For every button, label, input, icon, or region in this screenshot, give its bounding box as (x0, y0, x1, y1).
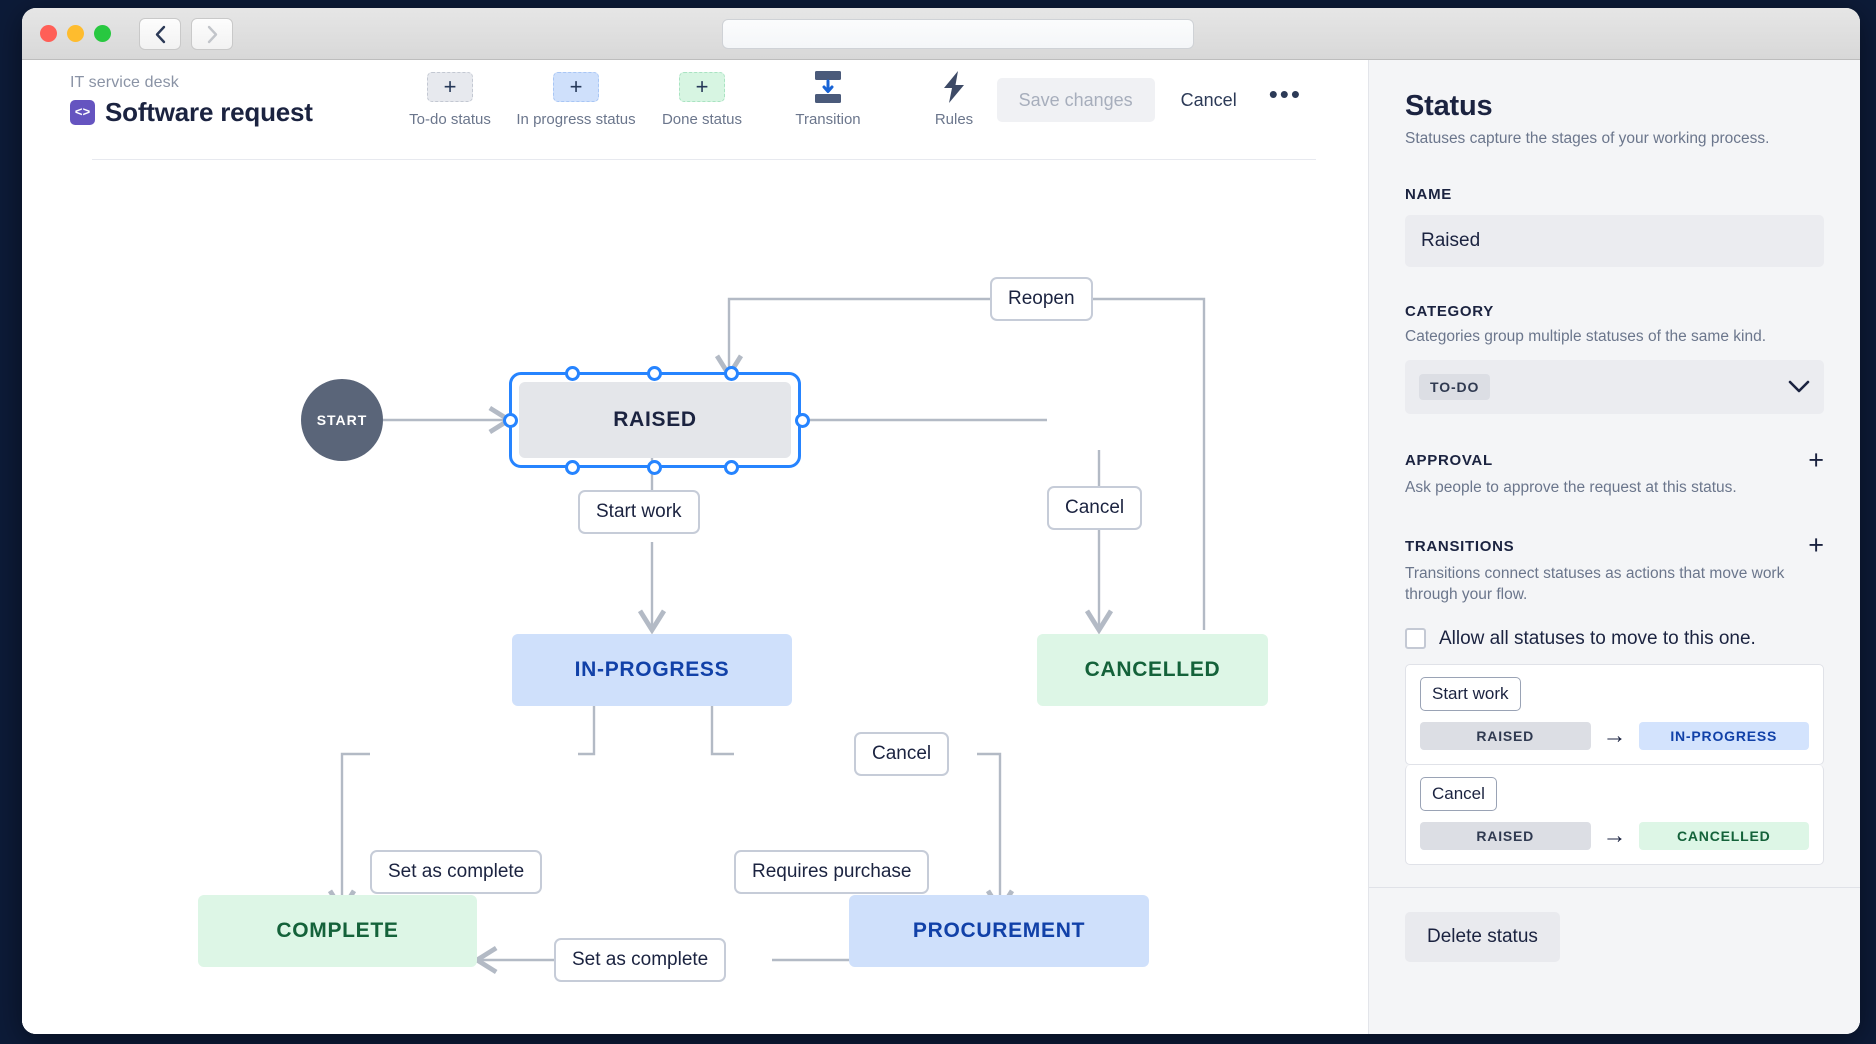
toolbar-actions: Save changes Cancel ••• (996, 78, 1308, 122)
status-node-cancelled[interactable]: CANCELLED (1037, 634, 1268, 706)
tool-rules[interactable]: Rules (906, 71, 1002, 128)
resize-handle-left[interactable] (503, 413, 518, 428)
transition-to-status: IN-PROGRESS (1638, 721, 1809, 750)
back-button[interactable] (139, 18, 181, 50)
resize-handle-top-center[interactable] (647, 366, 662, 381)
transition-from-status: RAISED (1420, 721, 1591, 750)
transition-label-requires-purchase[interactable]: Requires purchase (734, 850, 930, 894)
approval-hint: Ask people to approve the request at thi… (1405, 479, 1737, 497)
transition-card[interactable]: Start work RAISED → IN-PROGRESS (1405, 663, 1824, 765)
transition-to-status: CANCELLED (1638, 821, 1809, 850)
panel-divider (1369, 886, 1860, 888)
resize-handle-top-right[interactable] (724, 366, 739, 381)
name-label: NAME (1405, 185, 1452, 203)
toolbar-tools: + To-do status + In progress status + Do… (402, 71, 1002, 128)
workflow-editor: IT service desk <> Software request + To… (22, 60, 1368, 1034)
tool-label: Transition (795, 111, 861, 128)
plus-icon: + (679, 72, 725, 102)
browser-window: IT service desk <> Software request + To… (22, 8, 1860, 1034)
transition-flow: RAISED → CANCELLED (1420, 821, 1809, 850)
forward-button[interactable] (191, 18, 233, 50)
close-window-button[interactable] (40, 25, 57, 42)
breadcrumb: IT service desk <> Software request (70, 74, 313, 128)
tool-inprogress-status[interactable]: + In progress status (516, 72, 636, 128)
approval-label: APPROVAL (1405, 452, 1493, 470)
project-code-icon: <> (70, 100, 95, 125)
transition-icon (808, 71, 848, 103)
tool-label: Rules (934, 111, 974, 128)
tool-todo-status[interactable]: + To-do status (402, 72, 498, 128)
maximize-window-button[interactable] (94, 25, 111, 42)
status-node-complete[interactable]: COMPLETE (198, 895, 477, 967)
workflow-canvas[interactable]: START RAISED IN-PROGRESS CANCELLED COMPL… (22, 160, 1368, 1034)
allow-all-checkbox[interactable] (1405, 628, 1426, 650)
transition-from-status: RAISED (1420, 821, 1591, 850)
arrow-right-icon: → (1602, 721, 1627, 749)
tool-label: To-do status (409, 111, 491, 128)
tool-done-status[interactable]: + Done status (654, 72, 750, 128)
transition-name[interactable]: Cancel (1420, 776, 1497, 811)
resize-handle-right[interactable] (795, 413, 810, 428)
category-select[interactable]: TO-DO (1405, 359, 1824, 414)
breadcrumb-parent[interactable]: IT service desk (70, 74, 179, 91)
back-chevron-icon (155, 25, 165, 43)
transition-label-cancel-from-raised[interactable]: Cancel (1047, 486, 1143, 530)
transition-label-set-as-complete-from-procurement[interactable]: Set as complete (554, 938, 727, 982)
selection-box (509, 372, 801, 468)
workflow-edges (327, 297, 1206, 975)
resize-handle-bottom-center[interactable] (647, 460, 662, 475)
category-hint: Categories group multiple statuses of th… (1405, 327, 1766, 345)
add-transition-icon[interactable]: + (1808, 530, 1824, 561)
status-name-input[interactable]: Raised (1405, 214, 1824, 267)
allow-all-label: Allow all statuses to move to this one. (1439, 627, 1756, 649)
tool-transition[interactable]: Transition (780, 71, 876, 128)
resize-handle-bottom-right[interactable] (724, 460, 739, 475)
resize-handle-top-left[interactable] (565, 366, 580, 381)
chevron-down-icon (1788, 380, 1810, 393)
plus-icon: + (427, 72, 473, 102)
app-body: IT service desk <> Software request + To… (22, 60, 1860, 1034)
more-options-icon[interactable]: ••• (1268, 79, 1302, 110)
status-node-in-progress[interactable]: IN-PROGRESS (512, 634, 792, 706)
window-titlebar (22, 8, 1860, 60)
minimize-window-button[interactable] (67, 25, 84, 42)
category-value: TO-DO (1419, 373, 1491, 400)
editor-toolbar: IT service desk <> Software request + To… (22, 60, 1368, 161)
approval-header: APPROVAL + (1405, 444, 1824, 475)
cancel-button[interactable]: Cancel (1175, 90, 1243, 111)
panel-subtitle: Statuses capture the stages of your work… (1405, 130, 1770, 147)
tool-label: Done status (661, 111, 743, 128)
status-node-raised[interactable]: RAISED (519, 382, 791, 458)
category-label: CATEGORY (1405, 302, 1494, 320)
arrow-right-icon: → (1602, 821, 1627, 849)
navigation-buttons (139, 18, 233, 50)
page-title: Software request (105, 97, 313, 127)
transitions-label: TRANSITIONS (1405, 537, 1515, 555)
tool-label: In progress status (516, 111, 636, 128)
save-changes-button[interactable]: Save changes (996, 78, 1155, 122)
transition-flow: RAISED → IN-PROGRESS (1420, 721, 1809, 750)
lightning-icon (939, 71, 969, 103)
transition-label-set-as-complete-from-in-progress[interactable]: Set as complete (370, 850, 543, 894)
transition-name[interactable]: Start work (1420, 676, 1521, 711)
transition-card[interactable]: Cancel RAISED → CANCELLED (1405, 764, 1824, 865)
plus-icon: + (553, 72, 599, 102)
transition-label-start-work[interactable]: Start work (578, 490, 700, 534)
start-node[interactable]: START (301, 379, 383, 461)
address-bar[interactable] (722, 19, 1194, 49)
transitions-header: TRANSITIONS + (1405, 530, 1824, 561)
transition-label-cancel-from-in-progress[interactable]: Cancel (854, 732, 950, 776)
allow-all-row[interactable]: Allow all statuses to move to this one. (1405, 628, 1824, 650)
status-node-procurement[interactable]: PROCUREMENT (849, 895, 1149, 967)
panel-title: Status (1405, 90, 1493, 122)
status-details-panel: Status Statuses capture the stages of yo… (1368, 60, 1860, 1034)
resize-handle-bottom-left[interactable] (565, 460, 580, 475)
delete-status-button[interactable]: Delete status (1405, 911, 1560, 962)
add-approval-icon[interactable]: + (1808, 444, 1824, 475)
forward-chevron-icon (207, 25, 217, 43)
transitions-hint: Transitions connect statuses as actions … (1405, 564, 1785, 603)
traffic-lights (40, 25, 111, 42)
transition-label-reopen[interactable]: Reopen (990, 277, 1093, 321)
